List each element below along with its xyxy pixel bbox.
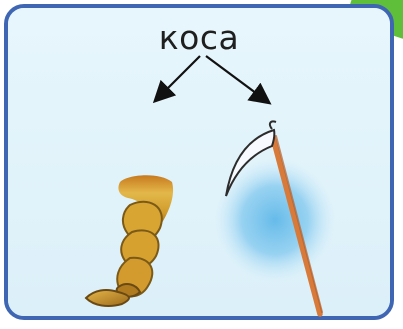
braid-illustration bbox=[86, 175, 173, 306]
arrow-to-scythe bbox=[206, 56, 268, 102]
scythe-hook bbox=[270, 121, 276, 129]
scythe-illustration bbox=[215, 121, 335, 314]
braid-tail bbox=[86, 290, 129, 306]
arrows bbox=[156, 56, 268, 102]
arrow-to-braid bbox=[156, 56, 200, 100]
